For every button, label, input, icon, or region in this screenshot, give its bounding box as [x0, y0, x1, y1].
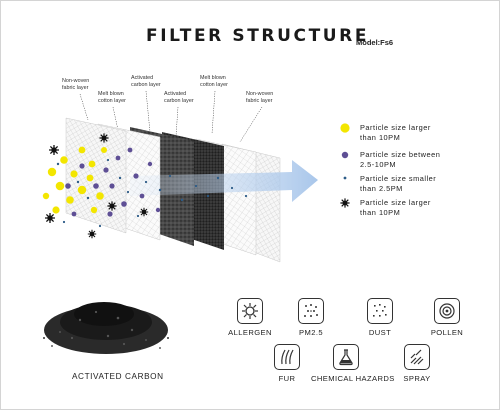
legend-label: Particle size smaller than 2.5PM: [360, 174, 437, 193]
spray-icon: [404, 344, 430, 370]
black-burr-particles: [45, 133, 149, 239]
icon-item-fur: FUR: [252, 344, 322, 383]
layer-leader-lines: [79, 90, 263, 143]
pollen-icon: [434, 298, 460, 324]
icon-item-pollen: POLLEN: [412, 298, 482, 337]
layer-label-meltblown-front: Melt blown cotton layer: [98, 91, 126, 104]
layer-label-carbon-front: Activated carbon layer: [131, 75, 161, 88]
purple-dot-icon: [341, 151, 349, 159]
small-blue-particles: [56, 158, 248, 228]
page-title: FILTER STRUCTURE: [146, 26, 370, 46]
legend-label: Particle size larger than 10PM: [360, 123, 431, 142]
icon-item-allergen: ALLERGEN: [215, 298, 285, 337]
purple-particles: [65, 147, 161, 217]
legend-label: Particle size between 2.5-10PM: [360, 150, 441, 169]
icon-label: ALLERGEN: [228, 328, 272, 337]
chemical-hazards-icon: [333, 344, 359, 370]
icon-item-pm25: PM2.5: [276, 298, 346, 337]
blue-dot-icon: [343, 176, 347, 180]
icon-label: FUR: [278, 374, 296, 383]
icon-item-chemical-hazards: CHEMICAL HAZARDS: [311, 344, 395, 383]
yellow-particles: [42, 146, 107, 214]
fur-icon: [274, 344, 300, 370]
icon-label: PM2.5: [299, 328, 323, 337]
layer-label-nonwoven-back: Non-woven fabric layer: [246, 91, 274, 104]
activated-carbon-pile: [43, 302, 169, 354]
pm25-icon: [298, 298, 324, 324]
icon-label: DUST: [368, 328, 392, 337]
black-burr-icon: [340, 198, 350, 208]
yellow-dot-icon: [340, 123, 350, 133]
layer-label-nonwoven-front: Non-woven fabric layer: [62, 78, 90, 91]
icon-item-dust: DUST: [345, 298, 415, 337]
model-label: Model:Fs6: [356, 38, 394, 47]
allergen-icon: [237, 298, 263, 324]
activated-carbon-caption: ACTIVATED CARBON: [72, 372, 164, 381]
layer-label-carbon-back: Activated carbon layer: [164, 91, 194, 104]
icon-label: CHEMICAL HAZARDS: [311, 374, 395, 383]
layer-label-meltblown-back: Melt blown cotton layer: [200, 75, 228, 88]
dust-icon: [367, 298, 393, 324]
icon-label: SPRAY: [403, 374, 431, 383]
legend-label: Particle size larger than 10PM: [360, 198, 431, 217]
icon-item-spray: SPRAY: [382, 344, 452, 383]
icon-label: POLLEN: [430, 328, 464, 337]
airflow-arrow: [130, 160, 318, 202]
